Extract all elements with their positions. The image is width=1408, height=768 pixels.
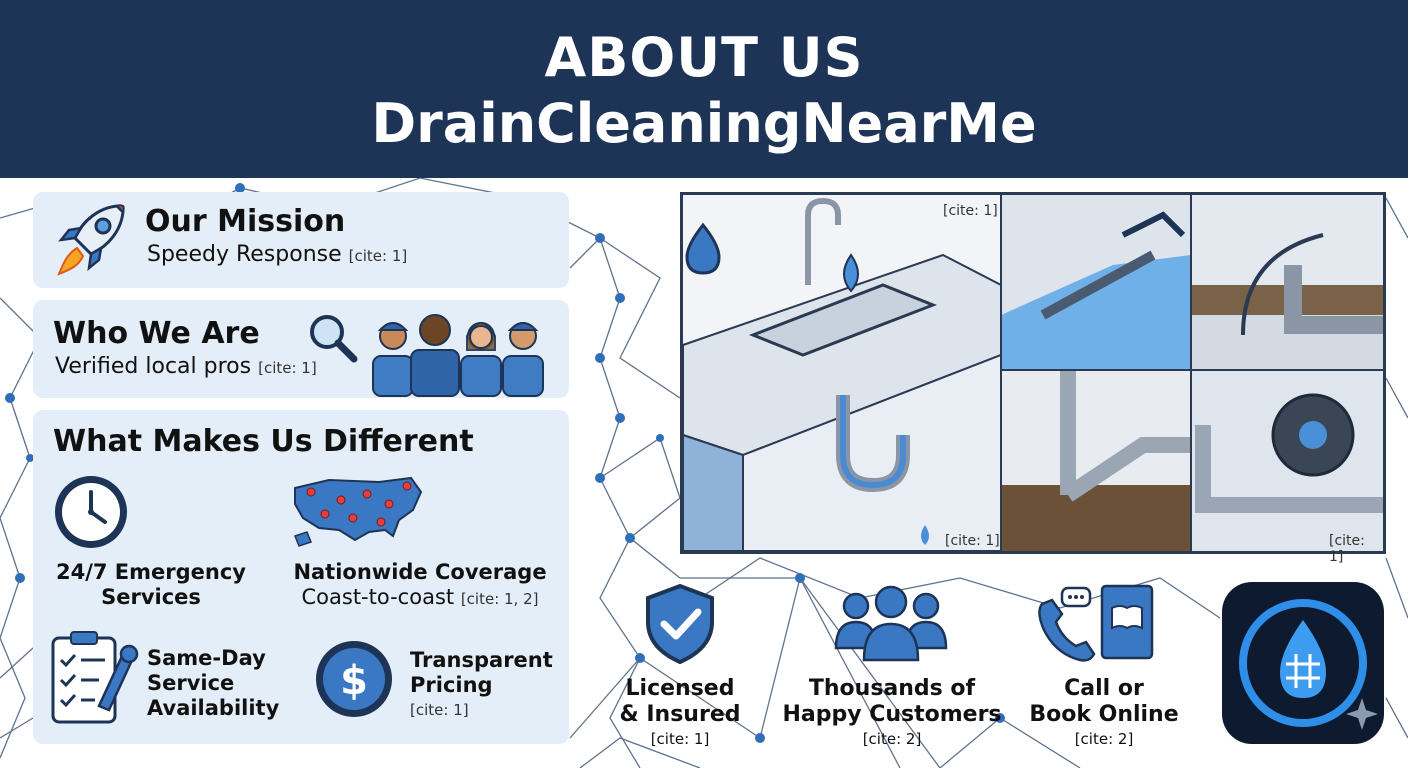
feature-emergency-line1: 24/7 Emergency	[55, 560, 246, 584]
feature-sameday-line1: Same-Day	[147, 646, 266, 670]
different-card: What Makes Us Different 24/7 Emergency S…	[33, 410, 569, 744]
us-map-pins-icon	[294, 476, 423, 547]
feature-pricing-cite: [cite: 1]	[410, 701, 469, 719]
page-header: ABOUT US DrainCleaningNearMe	[0, 0, 1408, 178]
stat-customers-cite: [cite: 2]	[862, 730, 922, 748]
feature-emergency-line2: Services	[101, 585, 201, 609]
feature-pricing-line1: Transparent	[410, 648, 553, 672]
feature-nationwide-line1: Nationwide Coverage	[293, 560, 547, 584]
feature-nationwide-text: Coast-to-coast	[301, 585, 455, 609]
shield-check-icon	[646, 583, 714, 665]
illustration-cite-2: [cite: 1]	[945, 533, 1000, 549]
feature-emergency: 24/7 Emergency Services	[51, 560, 251, 610]
people-group-icon	[834, 585, 948, 662]
feature-pricing: Transparent Pricing [cite: 1]	[410, 648, 560, 723]
stat-customers-line1: Thousands of	[808, 676, 976, 701]
illustration-cite-3: [cite: 1]	[1329, 533, 1365, 565]
magnifier-icon	[310, 315, 358, 363]
feature-nationwide: Nationwide Coverage Coast-to-coast [cite…	[285, 560, 555, 612]
svg-text:$: $	[340, 658, 368, 704]
stat-booking: Call or Book Online [cite: 2]	[1014, 676, 1194, 750]
mission-cite: [cite: 1]	[348, 247, 408, 265]
stat-licensed-line1: Licensed	[625, 676, 735, 701]
feature-sameday: Same-Day Service Availability	[147, 646, 297, 721]
stat-customers-line2: Happy Customers	[782, 702, 1002, 727]
mission-card: Our Mission Speedy Response [cite: 1]	[33, 192, 569, 288]
water-drop-logo-icon	[1239, 599, 1378, 730]
plumbing-scenes	[682, 195, 1383, 552]
stat-booking-cite: [cite: 2]	[1074, 730, 1134, 748]
stat-licensed-line2: & Insured	[619, 702, 741, 727]
feature-nationwide-cite: [cite: 1, 2]	[460, 590, 539, 608]
app-logo	[1222, 582, 1384, 744]
illustration-cite-1: [cite: 1]	[943, 203, 998, 219]
who-card: Who We Are Verified local pros [cite: 1]	[33, 300, 569, 398]
stat-licensed: Licensed & Insured [cite: 1]	[590, 676, 770, 750]
phone-book-icon	[1038, 584, 1154, 662]
clipboard-wrench-icon	[51, 631, 139, 724]
who-subtitle: Verified local pros [cite: 1]	[55, 354, 317, 379]
mission-title: Our Mission	[145, 204, 346, 239]
feature-pricing-line2: Pricing	[410, 673, 493, 697]
clock-icon	[55, 476, 127, 548]
who-cite: [cite: 1]	[258, 359, 317, 377]
feature-sameday-line3: Availability	[147, 696, 280, 720]
dollar-coin-icon: $	[316, 641, 392, 717]
stat-customers: Thousands of Happy Customers [cite: 2]	[774, 676, 1010, 750]
team-illustration	[372, 314, 544, 397]
stat-booking-line1: Call or	[1064, 676, 1144, 701]
who-title: Who We Are	[53, 316, 260, 351]
feature-nationwide-line2: Coast-to-coast [cite: 1, 2]	[285, 585, 555, 612]
who-text: Verified local pros	[55, 354, 252, 379]
mission-text: Speedy Response	[147, 242, 342, 267]
stat-booking-line2: Book Online	[1029, 702, 1179, 727]
feature-sameday-line2: Service	[147, 671, 235, 695]
drain-service-illustration: [cite: 1] [cite: 1] [cite: 1]	[680, 192, 1386, 565]
stat-licensed-cite: [cite: 1]	[650, 730, 710, 748]
rocket-icon	[57, 204, 125, 276]
page-title: ABOUT US	[544, 26, 864, 89]
mission-subtitle: Speedy Response [cite: 1]	[147, 242, 407, 267]
different-title: What Makes Us Different	[53, 424, 474, 459]
brand-name: DrainCleaningNearMe	[371, 92, 1037, 155]
